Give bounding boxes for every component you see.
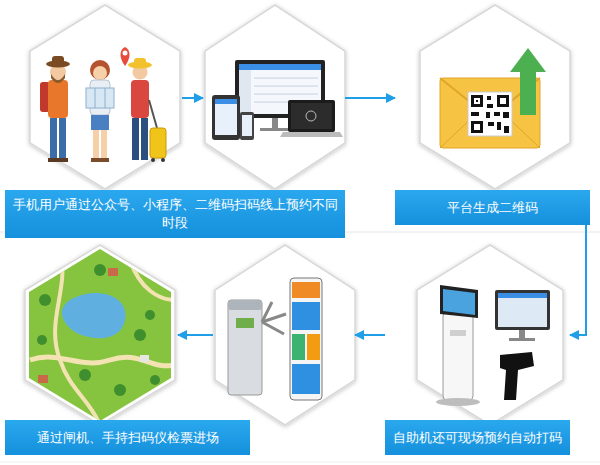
step-text: 手机用户通过公众号、小程序、二维码扫码线上预约不同时段 (11, 196, 339, 231)
step-band: 平台生成二维码 (395, 190, 590, 225)
qr-envelope-picture (440, 48, 546, 148)
devices-picture (212, 60, 343, 140)
step-text: 自助机还可现场预约自动打码 (393, 429, 562, 447)
step-text: 通过闸机、手持扫码仪检票进场 (37, 429, 219, 447)
step-group: 平台生成二维码 (395, 5, 590, 225)
step-text: 平台生成二维码 (447, 199, 538, 217)
flow-arrow (345, 97, 395, 99)
flow-arrow (178, 334, 213, 336)
step-group: 通过闸机、手持扫码仪检票进场 (5, 245, 355, 455)
step-band: 手机用户通过公众号、小程序、二维码扫码线上预约不同时段 (5, 190, 345, 238)
step-band: 通过闸机、手持扫码仪检票进场 (5, 420, 250, 455)
step-group: 手机用户通过公众号、小程序、二维码扫码线上预约不同时段 (5, 5, 345, 238)
tourists-picture (40, 47, 166, 162)
divider (0, 462, 600, 463)
kiosk-picture (436, 285, 550, 406)
step-group: 自助机还可现场预约自动打码 (385, 245, 570, 455)
flow-arrow (182, 97, 203, 99)
turnstile-picture (228, 278, 322, 400)
park-map-picture (25, 245, 175, 425)
flow-arrow (355, 334, 385, 336)
step-band: 自助机还可现场预约自动打码 (385, 420, 570, 455)
flow-arrow (570, 225, 586, 335)
